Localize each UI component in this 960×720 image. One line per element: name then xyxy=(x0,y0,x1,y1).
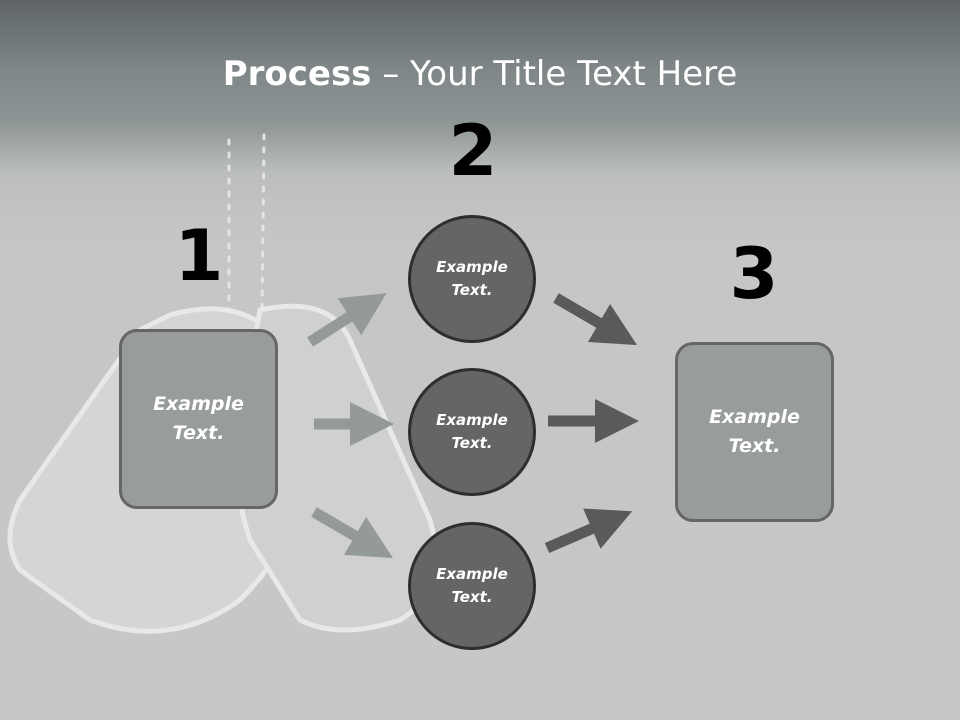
step-3-box: Example Text. xyxy=(675,342,834,522)
arrow-circle-bottom-to-3 xyxy=(544,508,633,554)
circle-top-text-line1: Example xyxy=(436,258,508,276)
circle-bottom-text-line2: Text. xyxy=(451,588,493,606)
title-bold: Process xyxy=(222,54,372,94)
circle-bottom-text-line1: Example xyxy=(436,565,508,583)
title-rest: – Your Title Text Here xyxy=(371,54,738,94)
step-1-text-line2: Text. xyxy=(172,422,225,444)
step-number-2: 2 xyxy=(448,110,498,192)
step-number-1: 1 xyxy=(174,215,224,297)
arrow-circle-top-to-3 xyxy=(553,293,638,346)
step-2-circle-top: Example Text. xyxy=(408,215,536,343)
step-2-circle-middle: Example Text. xyxy=(408,368,536,496)
circle-middle-text-line1: Example xyxy=(436,411,508,429)
step-3-text-line2: Text. xyxy=(728,435,781,457)
circle-middle-text-line2: Text. xyxy=(451,434,493,452)
step-1-text-line1: Example xyxy=(153,393,244,415)
step-number-3: 3 xyxy=(729,233,779,315)
arrow-1-to-circle-bottom xyxy=(311,507,394,559)
step-2-circle-bottom: Example Text. xyxy=(408,522,536,650)
arrow-1-to-circle-top xyxy=(307,293,387,347)
step-3-text-line1: Example xyxy=(709,406,800,428)
circle-top-text-line2: Text. xyxy=(451,281,493,299)
step-1-box: Example Text. xyxy=(119,329,278,509)
slide-title: Process – Your Title Text Here xyxy=(0,52,960,96)
